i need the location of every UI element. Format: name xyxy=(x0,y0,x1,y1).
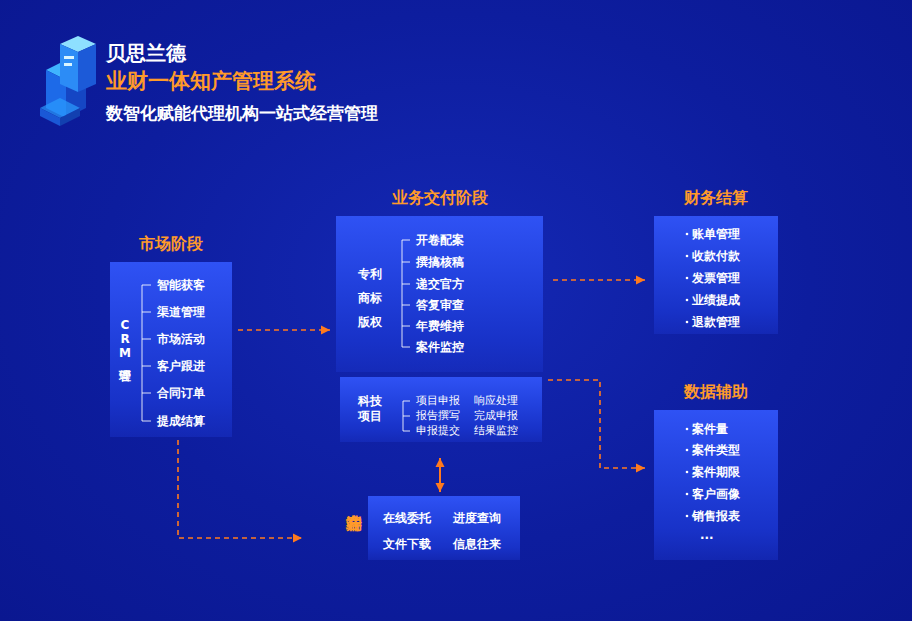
connector xyxy=(178,440,302,543)
logo-face xyxy=(40,108,60,126)
logo-line xyxy=(64,56,74,59)
list-item: 响应处理 xyxy=(474,394,518,408)
stage-box: 市场阶段CRM管理智能获客渠道管理市场活动客户跟进合同订单提成结算 xyxy=(110,262,232,437)
arrow-head xyxy=(636,464,645,473)
list-item: 结果监控 xyxy=(474,424,518,438)
subtitle: 数智化赋能代理机构一站式经营管理 xyxy=(106,102,378,125)
stage-heading: 市场阶段 xyxy=(90,234,252,254)
connector xyxy=(553,276,645,285)
logo-face xyxy=(60,108,80,126)
list-item: 信息往来 xyxy=(453,536,501,552)
list-item: 合同订单 xyxy=(157,385,205,401)
connector-line xyxy=(548,380,645,468)
stage-box: 业务交付阶段专利商标版权开卷配案撰搞核稿递交官方答复审查年费维持案件监控 xyxy=(336,216,543,372)
connector xyxy=(436,458,445,492)
list-item: 进度查询 xyxy=(453,510,501,526)
connector-line xyxy=(178,440,302,538)
stage-heading: 数据辅助 xyxy=(634,382,798,402)
category-label: 商标 xyxy=(358,290,382,306)
list-item: 完成申报 xyxy=(474,409,518,423)
list-item: ... xyxy=(700,527,714,543)
list-item: 业绩提成 xyxy=(692,292,740,308)
connector-line xyxy=(238,329,330,331)
list-item: 账单管理 xyxy=(692,226,740,242)
logo-line xyxy=(64,63,72,66)
stage-heading: 财务结算 xyxy=(634,188,798,208)
list-item: 案件量 xyxy=(692,421,728,437)
list-item: 发票管理 xyxy=(692,270,740,286)
stage-heading: 业务交付阶段 xyxy=(316,188,563,208)
stage-box: 数据辅助案件量案件类型案件期限客户画像销售报表... xyxy=(654,410,778,560)
list-item: 申报提交 xyxy=(416,424,460,438)
list-item: 案件监控 xyxy=(416,339,464,355)
connector-line xyxy=(553,279,645,281)
list-item: 收款付款 xyxy=(692,248,740,264)
list-item: 案件类型 xyxy=(692,442,740,458)
arrow-head xyxy=(321,326,330,335)
list-item: 渠道管理 xyxy=(157,304,205,320)
brand-name: 贝思兰德 xyxy=(106,40,186,67)
list-item: 客户画像 xyxy=(692,486,740,502)
list-item: 案件期限 xyxy=(692,464,740,480)
connector xyxy=(238,326,330,335)
list-item: 智能获客 xyxy=(157,277,205,293)
category-label: 专利 xyxy=(358,266,382,282)
logo-face xyxy=(60,44,78,92)
arrow-head xyxy=(436,483,445,492)
list-item: 退款管理 xyxy=(692,314,740,330)
diagram-title: 业财一体知产管理系统 xyxy=(106,67,316,95)
arrow-head xyxy=(636,276,645,285)
list-item: 销售报表 xyxy=(692,508,740,524)
list-item: 文件下载 xyxy=(383,536,431,552)
arrow-head xyxy=(436,458,445,467)
client-box: 客户端在线委托进度查询文件下载信息往来 xyxy=(368,496,520,560)
list-item: 开卷配案 xyxy=(416,232,464,248)
list-item: 递交官方 xyxy=(416,276,464,292)
stage-box: 财务结算账单管理收款付款发票管理业绩提成退款管理 xyxy=(654,216,778,334)
list-item: 答复审查 xyxy=(416,297,464,313)
logo-blocks xyxy=(40,36,96,126)
list-item: 提成结算 xyxy=(157,413,205,429)
list-item: 市场活动 xyxy=(157,331,205,347)
list-item: 报告撰写 xyxy=(416,409,460,423)
list-item: 客户跟进 xyxy=(157,358,205,374)
connector-line xyxy=(439,458,441,492)
logo-face xyxy=(78,44,96,92)
category-label: 科技项目 xyxy=(358,394,384,424)
list-item: 在线委托 xyxy=(383,510,431,526)
category-label: 客户端 xyxy=(344,500,364,503)
project-box: 科技项目 项目申报报告撰写申报提交 响应处理完成申报结果监控 xyxy=(340,377,542,442)
category-label: 版权 xyxy=(358,314,382,330)
list-item: 项目申报 xyxy=(416,394,460,408)
arrow-head xyxy=(293,534,302,543)
list-item: 年费维持 xyxy=(416,318,464,334)
category-label: CRM管理 xyxy=(118,318,132,360)
connector xyxy=(548,380,645,473)
list-item: 撰搞核稿 xyxy=(416,254,464,270)
